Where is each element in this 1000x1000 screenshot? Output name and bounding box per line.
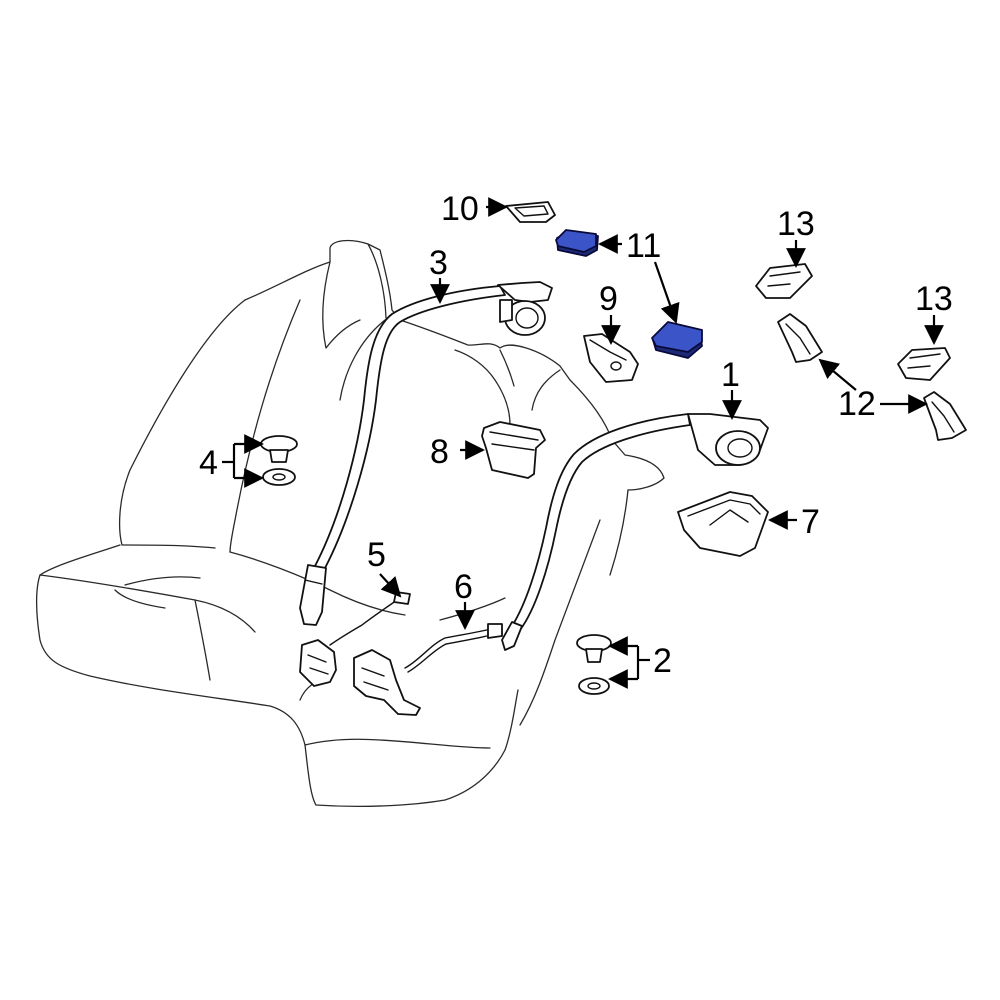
callout-9: 9: [599, 280, 618, 318]
part-12-bracket-left: [777, 313, 823, 363]
callout-8: 8: [430, 433, 449, 471]
callout-6: 6: [454, 568, 473, 606]
callout-2: 2: [653, 642, 672, 680]
callout-10: 10: [441, 190, 479, 228]
part-10-cover: [505, 201, 556, 223]
callout-5: 5: [367, 536, 386, 574]
rear-seat-outline: [35, 239, 665, 808]
part-3-seat-belt-left: [299, 281, 553, 626]
callout-13-right: 13: [915, 280, 953, 318]
part-8-bezel: [481, 421, 546, 479]
part-12-bracket-right: [923, 391, 967, 441]
callout-3: 3: [429, 244, 448, 282]
part-7-bezel: [677, 491, 769, 557]
part-1-seat-belt-right: [501, 413, 769, 651]
part-13-cover-left: [755, 263, 813, 299]
callout-11: 11: [626, 227, 661, 265]
callout-12: 12: [838, 385, 876, 423]
callout-7: 7: [801, 503, 820, 541]
part-13-cover-right: [897, 347, 951, 381]
part-2-clip-and-washer: [576, 634, 612, 695]
callout-4: 4: [199, 444, 218, 482]
part-6-buckle: [353, 623, 503, 716]
callout-1: 1: [721, 356, 740, 394]
callout-13-left: 13: [777, 205, 815, 243]
part-11-cover-highlighted: [555, 229, 703, 359]
leader-lines: [222, 197, 944, 689]
part-4-clip-and-washer: [260, 435, 298, 486]
callout-labels: 1 2 3 4 5 6 7 8 9 10 11 12 13 13: [199, 190, 953, 680]
